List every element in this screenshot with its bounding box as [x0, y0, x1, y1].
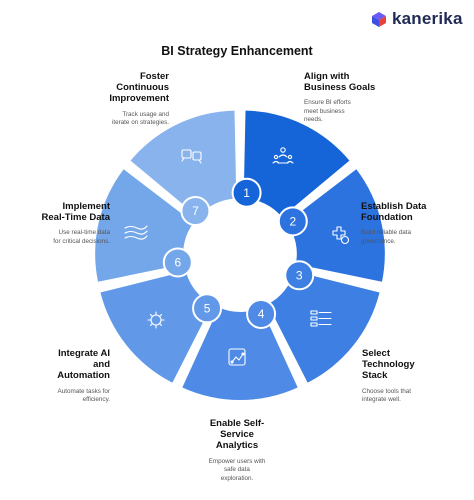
step-number-4: 4 — [258, 307, 265, 321]
step-2-desc-line-1: Build reliable data — [361, 229, 412, 237]
step-badge-3: 3 — [284, 260, 315, 291]
step-7-title-line-1: Foster — [139, 71, 169, 82]
step-badge-5: 5 — [192, 293, 223, 324]
wind-stream-icon — [124, 225, 148, 240]
step-2-desc-line-2: governance. — [361, 237, 396, 245]
diagram-title: BI Strategy Enhancement — [161, 44, 313, 58]
ai-gear-icon — [147, 311, 165, 329]
step-7-title-line-3: Improvement — [109, 93, 169, 105]
step-6-title-line-2: Real-Time Data — [41, 212, 110, 224]
step-3-title-line-1: Select — [362, 348, 390, 359]
step-6-title-line-1: Implement — [62, 201, 110, 212]
step-number-6: 6 — [174, 256, 181, 270]
medical-plus-icon — [332, 226, 350, 245]
step-7-title-line-2: Continuous — [116, 82, 169, 94]
step-4-desc-line-2: safe data — [224, 466, 250, 474]
step-1-desc-line-2: meet business — [304, 107, 345, 115]
step-3-title-line-3: Stack — [362, 370, 388, 382]
step-4-title-line-2: Service — [220, 429, 254, 441]
step-4-title-line-1: Enable Self- — [209, 418, 265, 429]
analytics-chart-icon — [228, 348, 246, 366]
step-number-3: 3 — [296, 268, 303, 282]
step-badge-7: 7 — [180, 196, 211, 227]
step-4-desc-line-1: Empower users with — [208, 457, 266, 465]
step-5-desc-line-1: Automate tasks for — [57, 387, 111, 395]
cube-logo-icon — [372, 11, 386, 27]
step-7-desc-line-1: Track usage and — [122, 110, 169, 118]
step-badge-1: 1 — [231, 177, 262, 208]
step-5-desc-line-2: efficiency. — [82, 396, 110, 404]
step-1-desc-line-3: needs. — [304, 116, 323, 124]
people-meeting-icon — [272, 147, 294, 164]
stack-list-icon — [310, 310, 332, 327]
chat-feedback-icon — [181, 149, 202, 164]
step-6-desc-line-2: for critical decisions. — [53, 237, 110, 245]
brand-logo: kanerika — [371, 9, 463, 29]
step-1-title-line-1: Align with — [304, 71, 350, 82]
step-number-2: 2 — [289, 215, 296, 229]
step-badge-2: 2 — [277, 206, 308, 237]
step-4-title-line-3: Analytics — [215, 440, 259, 452]
step-3-desc-line-2: integrate well. — [362, 396, 401, 404]
segment-4 — [182, 307, 298, 400]
step-6-desc-line-1: Use real-time data — [58, 229, 110, 237]
step-2-title-line-1: Establish Data — [361, 201, 427, 212]
step-5-title-line-2: and — [93, 359, 110, 371]
step-badge-6: 6 — [162, 247, 193, 278]
step-7-desc-line-2: iterate on strategies. — [111, 119, 169, 127]
step-4-desc-line-3: exploration. — [220, 474, 254, 482]
step-2-title-line-2: Foundation — [361, 212, 413, 224]
step-5-title-line-1: Integrate AI — [58, 348, 110, 359]
step-1-desc-line-1: Ensure BI efforts — [304, 99, 351, 107]
segment-1 — [243, 110, 350, 217]
step-number-7: 7 — [192, 204, 199, 218]
step-number-1: 1 — [243, 186, 250, 200]
step-5-title-line-3: Automation — [57, 370, 110, 382]
step-number-5: 5 — [204, 301, 211, 315]
step-1-title-line-2: Business Goals — [304, 82, 376, 94]
step-3-title-line-2: Technology — [362, 359, 415, 371]
brand-name: kanerika — [392, 9, 463, 28]
segment-7 — [130, 110, 237, 217]
step-3-desc-line-1: Choose tools that — [362, 387, 412, 395]
segment-3 — [267, 271, 380, 383]
step-badge-4: 4 — [246, 298, 277, 329]
segment-2 — [286, 169, 385, 282]
